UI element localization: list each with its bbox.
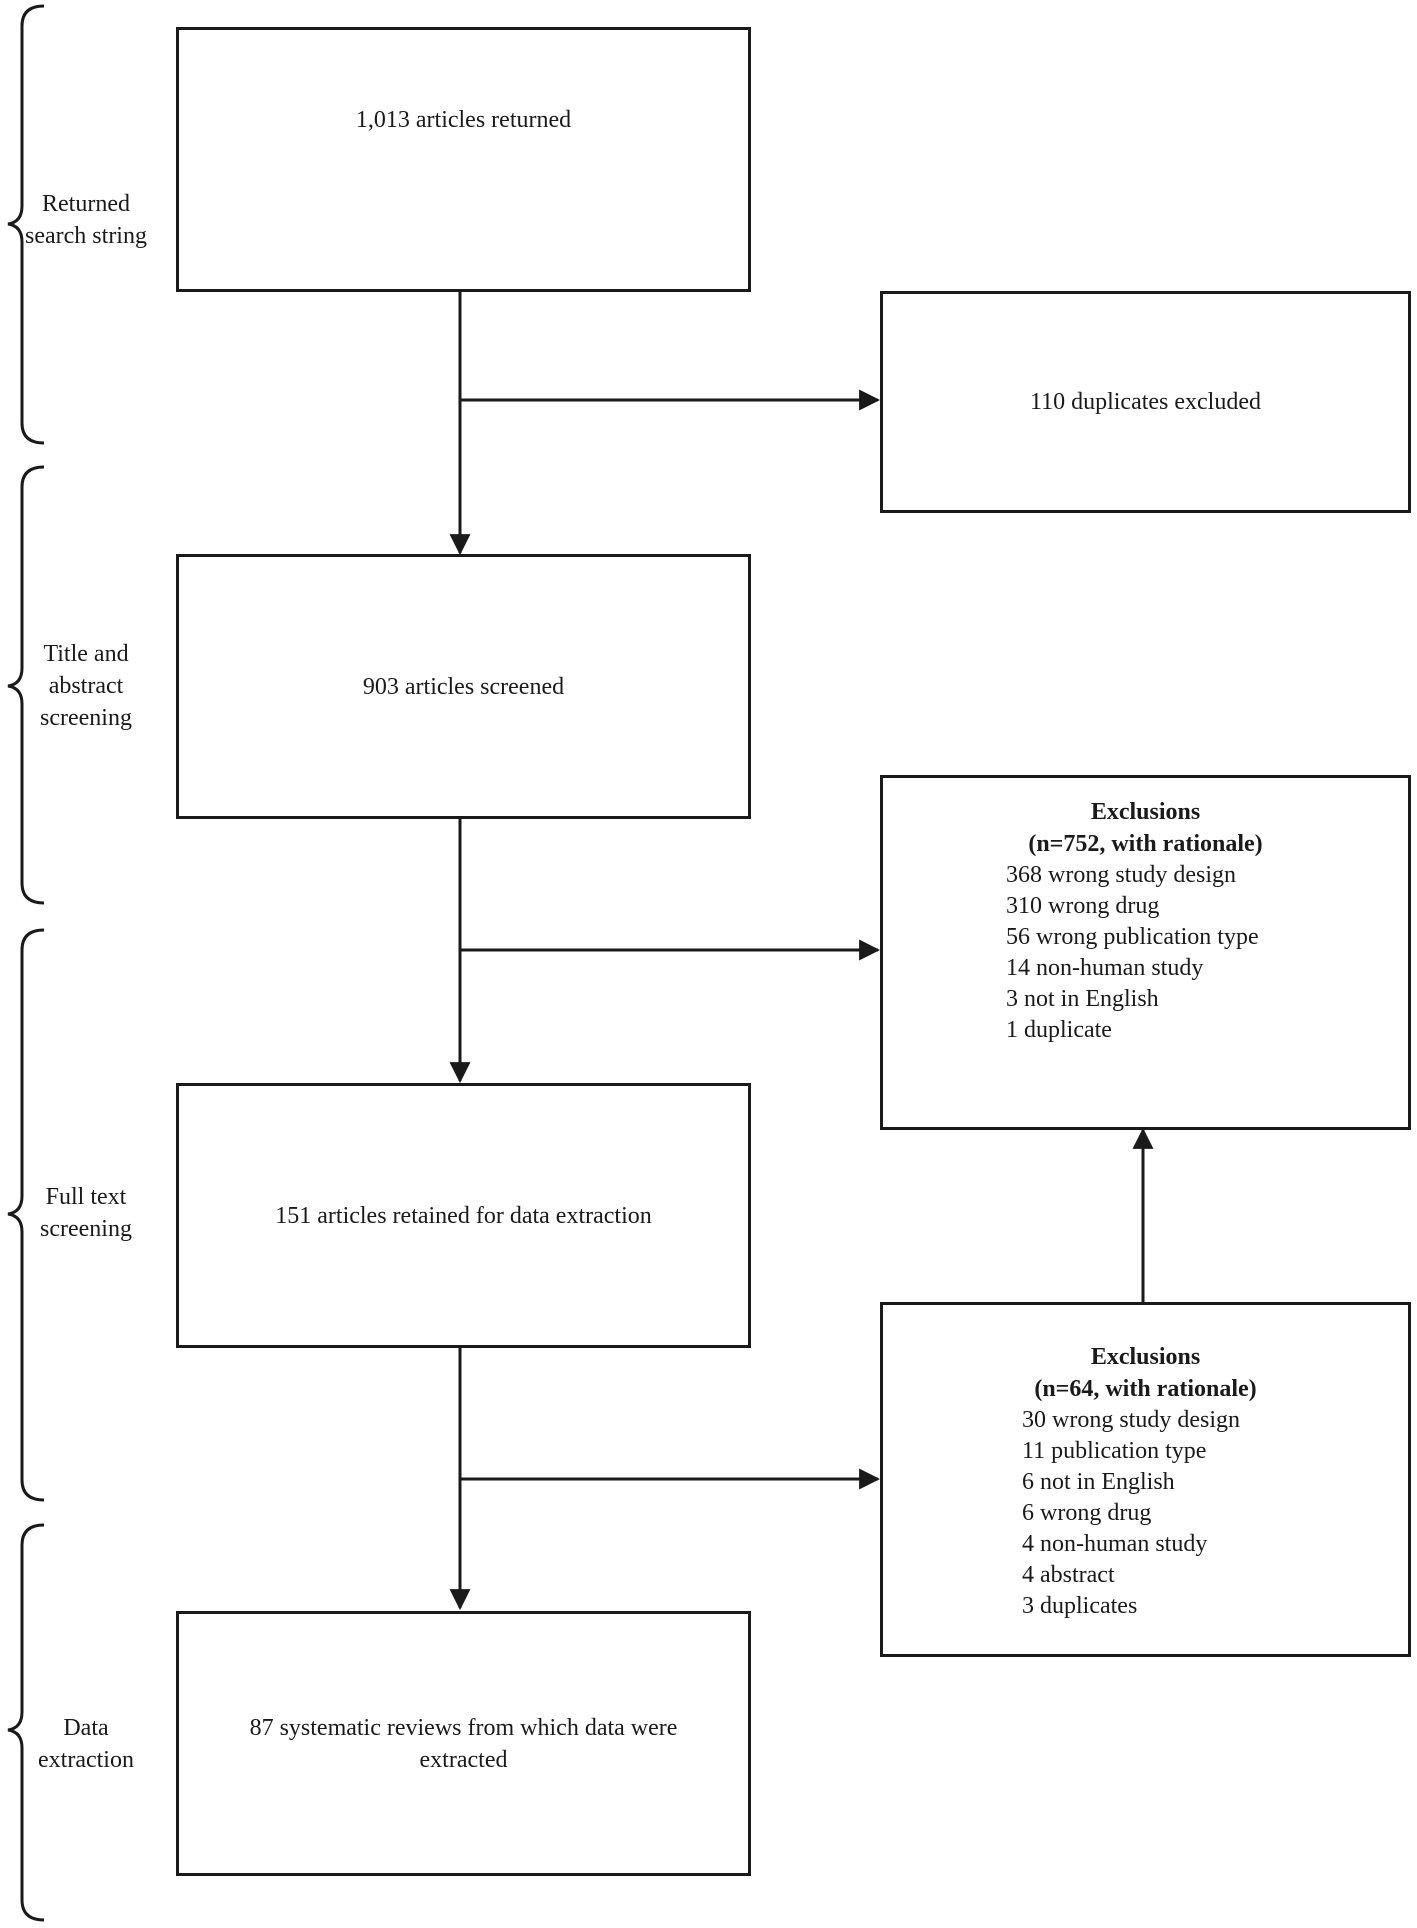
exclusions-screening-list: 368 wrong study design 310 wrong drug 56… <box>1006 860 1408 1046</box>
box-articles-retained: 151 articles retained for data extractio… <box>176 1083 751 1348</box>
box-articles-returned-text: 1,013 articles returned <box>355 106 572 133</box>
box-duplicates-excluded-text: 110 duplicates excluded <box>1029 389 1262 415</box>
stage-brace-3 <box>7 928 45 1502</box>
stage-label-returned: Returned search string <box>25 191 147 249</box>
box-articles-returned: 1,013 articles returned <box>176 27 751 292</box>
stage-label-data-extraction: Data extraction <box>38 1715 134 1773</box>
exclusion-reason: 14 non-human study <box>1006 955 1204 981</box>
exclusion-reason: 30 wrong study design <box>1022 1407 1240 1433</box>
exclusions-screening-count: (n=752, with rationale) <box>1028 831 1263 857</box>
box-reviews-extracted-text: 87 systematic reviews from which data we… <box>249 1714 678 1773</box>
stage-brace-1 <box>7 4 45 445</box>
exclusion-reason: 6 not in English <box>1022 1469 1175 1495</box>
stage-brace-4 <box>7 1523 45 1922</box>
exclusions-fulltext-count: (n=64, with rationale) <box>1034 1376 1257 1402</box>
box-exclusions-screening: Exclusions (n=752, with rationale) 368 w… <box>880 775 1411 1130</box>
exclusion-reason: 310 wrong drug <box>1006 893 1160 919</box>
exclusion-reason: 56 wrong publication type <box>1006 924 1259 950</box>
exclusions-screening-title: Exclusions <box>1090 799 1201 825</box>
box-reviews-extracted: 87 systematic reviews from which data we… <box>176 1611 751 1876</box>
stage-label-title-abstract: Title and abstract screening <box>40 641 132 731</box>
exclusion-reason: 11 publication type <box>1022 1438 1207 1464</box>
box-exclusions-fulltext: Exclusions (n=64, with rationale) 30 wro… <box>880 1302 1411 1657</box>
stage-label-full-text: Full text screening <box>40 1184 132 1242</box>
exclusion-reason: 6 wrong drug <box>1022 1500 1152 1526</box>
stage-brace-2 <box>7 465 45 905</box>
exclusion-reason: 3 duplicates <box>1022 1593 1138 1619</box>
exclusions-fulltext-list: 30 wrong study design 11 publication typ… <box>1022 1405 1408 1622</box>
box-articles-screened-text: 903 articles screened <box>362 673 565 700</box>
exclusion-reason: 4 abstract <box>1022 1562 1115 1588</box>
exclusions-fulltext-title: Exclusions <box>1090 1344 1201 1370</box>
box-articles-screened: 903 articles screened <box>176 554 751 819</box>
exclusion-reason: 1 duplicate <box>1006 1017 1112 1043</box>
exclusion-reason: 4 non-human study <box>1022 1531 1208 1557</box>
box-duplicates-excluded: 110 duplicates excluded <box>880 291 1411 513</box>
box-articles-retained-text: 151 articles retained for data extractio… <box>275 1202 652 1229</box>
exclusion-reason: 368 wrong study design <box>1006 862 1236 888</box>
exclusion-reason: 3 not in English <box>1006 986 1159 1012</box>
